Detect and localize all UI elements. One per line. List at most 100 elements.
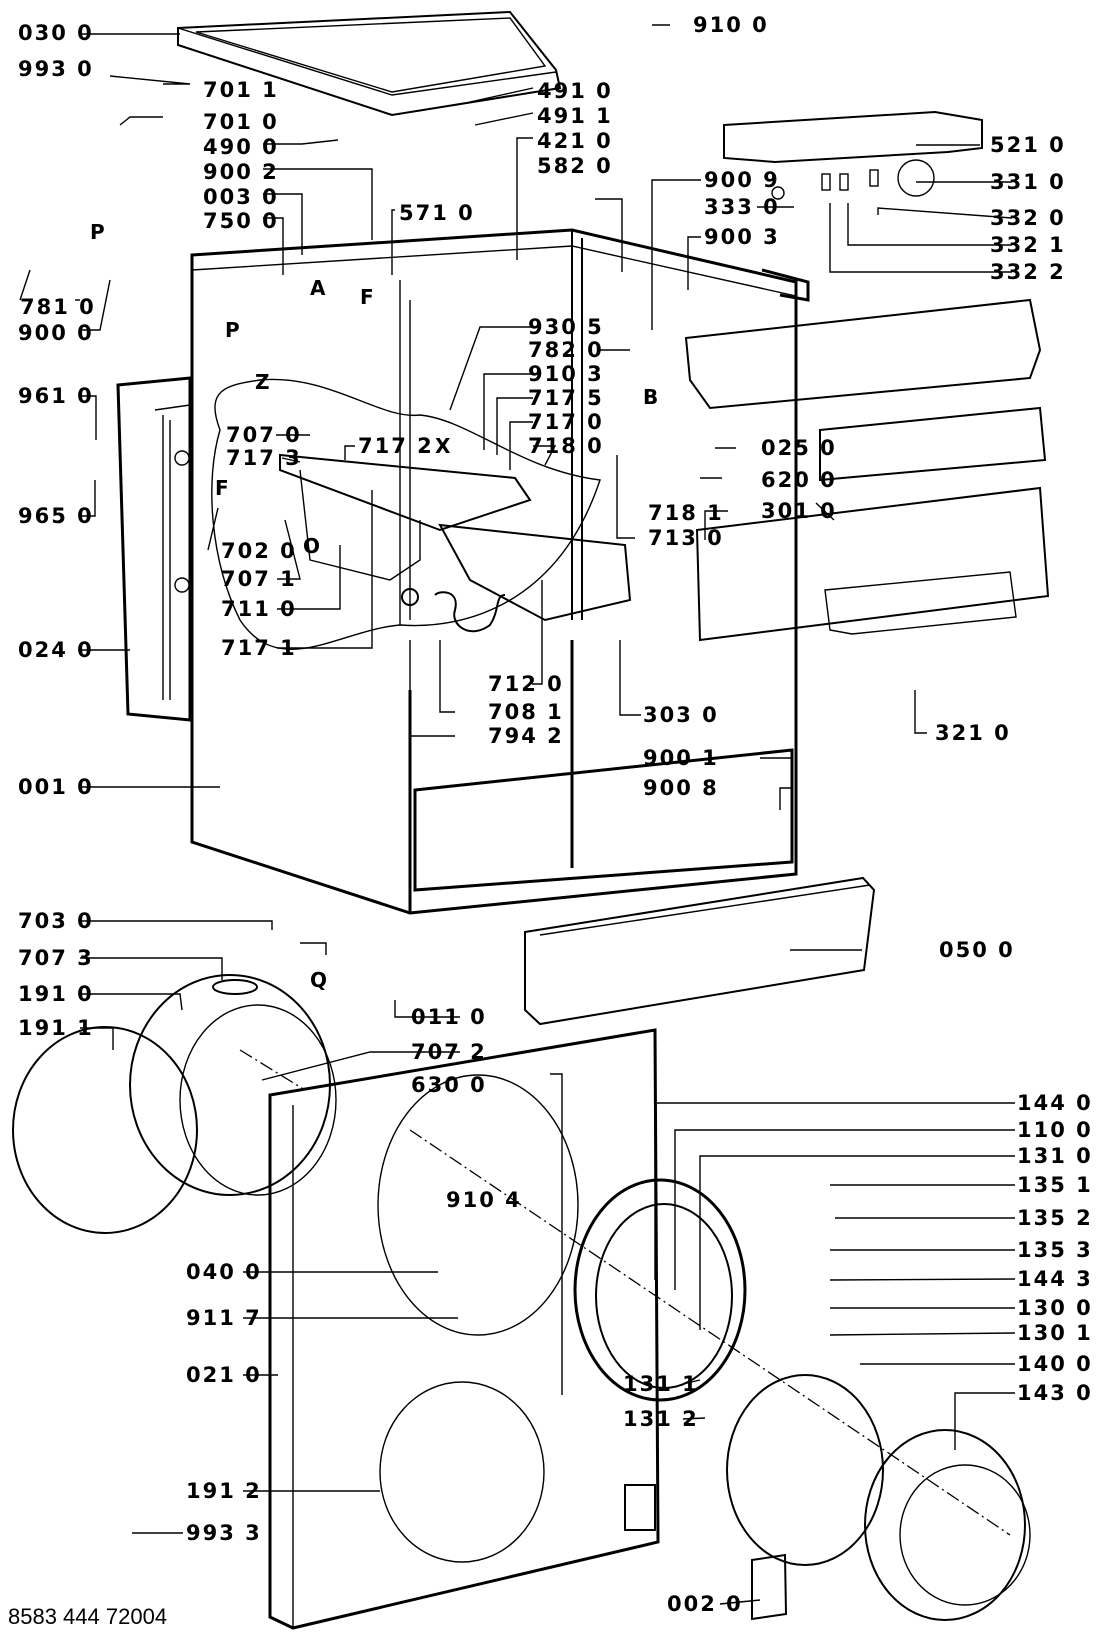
part-label-961-0: 961 0 [18,384,94,408]
part-label-135-3: 135 3 [1017,1238,1093,1262]
part-label-900-0: 900 0 [18,321,94,345]
part-label-718-0: 718 0 [528,434,604,458]
part-label-717-0: 717 0 [528,410,604,434]
ref-letter-o: O [303,534,321,558]
dispenser-region-outline [211,378,632,650]
part-label-717-3: 717 3 [226,446,302,470]
cabinet-drawing [190,228,810,915]
part-label-491-0: 491 0 [537,79,613,103]
part-label-993-3: 993 3 [186,1521,262,1545]
ref-letter-f: F [215,476,229,500]
part-label-521-0: 521 0 [990,133,1066,157]
part-label-135-1: 135 1 [1017,1173,1093,1197]
part-label-143-0: 143 0 [1017,1381,1093,1405]
side-panel-drawing [116,376,192,722]
tub-drawing [12,974,337,1234]
part-label-491-1: 491 1 [537,104,613,128]
part-label-965-0: 965 0 [18,504,94,528]
part-label-130-1: 130 1 [1017,1321,1093,1345]
part-label-571-0: 571 0 [399,201,475,225]
part-label-490-0: 490 0 [203,135,279,159]
part-label-900-2: 900 2 [203,160,279,184]
part-label-140-0: 140 0 [1017,1352,1093,1376]
top-cover-drawing [177,10,562,117]
part-label-024-0: 024 0 [18,638,94,662]
part-label-135-2: 135 2 [1017,1206,1093,1230]
part-label-003-0: 003 0 [203,185,279,209]
part-label-750-0: 750 0 [203,209,279,233]
part-label-144-0: 144 0 [1017,1091,1093,1115]
ref-letter-z: Z [255,370,270,394]
part-label-707-2: 707 2 [411,1040,487,1064]
part-label-794-2: 794 2 [488,724,564,748]
part-label-717-2: 717 2 [358,434,434,458]
part-label-131-1: 131 1 [623,1372,699,1396]
part-label-421-0: 421 0 [537,129,613,153]
part-label-050-0: 050 0 [939,938,1015,962]
part-label-025-0: 025 0 [761,436,837,460]
part-label-701-0: 701 0 [203,110,279,134]
part-label-900-1: 900 1 [643,746,719,770]
part-label-702-0: 702 0 [221,539,297,563]
part-label-717-1: 717 1 [221,636,297,660]
control-panel-drawing [684,110,1050,642]
part-label-707-3: 707 3 [18,946,94,970]
leader-lines [19,24,1016,1605]
part-label-131-2: 131 2 [623,1407,699,1431]
part-label-993-0: 993 0 [18,57,94,81]
part-label-910-3: 910 3 [528,362,604,386]
part-label-620-0: 620 0 [761,468,837,492]
part-label-900-3: 900 3 [704,225,780,249]
door-drawing [573,1178,1031,1621]
part-label-717-5: 717 5 [528,386,604,410]
ref-letter-a: A [310,276,326,300]
part-label-900-9: 900 9 [704,168,780,192]
part-label-713-0: 713 0 [648,526,724,550]
part-label-011-0: 011 0 [411,1005,487,1029]
part-label-030-0: 030 0 [18,21,94,45]
part-label-707-0: 707 0 [226,423,302,447]
part-label-701-1: 701 1 [203,78,279,102]
part-label-130-0: 130 0 [1017,1296,1093,1320]
part-label-708-1: 708 1 [488,700,564,724]
part-label-040-0: 040 0 [186,1260,262,1284]
part-label-930-5: 930 5 [528,315,604,339]
ref-letter-x: X [435,434,451,458]
part-label-001-0: 001 0 [18,775,94,799]
part-label-321-0: 321 0 [935,721,1011,745]
part-label-781-0: 781 0 [20,295,96,319]
part-label-332-1: 332 1 [990,233,1066,257]
ref-letter-q: Q [310,968,328,992]
part-label-630-0: 630 0 [411,1073,487,1097]
part-label-333-0: 333 0 [704,195,780,219]
part-label-331-0: 331 0 [990,170,1066,194]
part-label-712-0: 712 0 [488,672,564,696]
part-label-718-1: 718 1 [648,501,724,525]
ref-letter-p: P [90,220,105,244]
part-label-191-1: 191 1 [18,1016,94,1040]
part-label-707-1: 707 1 [221,567,297,591]
part-label-582-0: 582 0 [537,154,613,178]
part-label-910-0: 910 0 [693,13,769,37]
document-number: 8583 444 72004 [8,1604,168,1629]
front-panel-drawing [268,1028,660,1630]
ref-letter-f: F [360,285,374,309]
part-label-910-4: 910 4 [446,1188,522,1212]
part-label-900-8: 900 8 [643,776,719,800]
part-label-131-0: 131 0 [1017,1144,1093,1168]
part-label-110-0: 110 0 [1017,1118,1093,1142]
ref-letter-p: P [225,318,240,342]
part-label-911-7: 911 7 [186,1306,262,1330]
part-label-002-0: 002 0 [667,1592,743,1616]
part-label-191-0: 191 0 [18,982,94,1006]
part-label-782-0: 782 0 [528,338,604,362]
part-label-332-0: 332 0 [990,206,1066,230]
ref-letter-b: B [643,385,659,409]
part-label-144-3: 144 3 [1017,1267,1093,1291]
part-label-711-0: 711 0 [221,597,297,621]
part-label-303-0: 303 0 [643,703,719,727]
part-label-703-0: 703 0 [18,909,94,933]
base-rail-drawing [524,876,876,1026]
